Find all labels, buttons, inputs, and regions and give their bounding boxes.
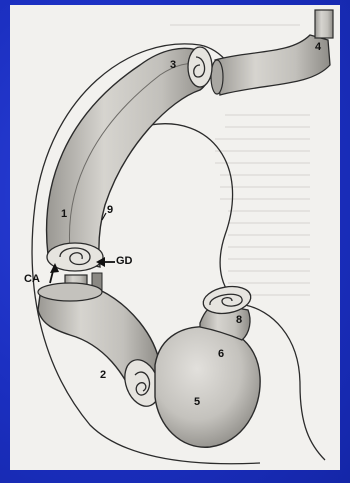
tube-4 bbox=[215, 35, 330, 95]
label-1: 1 bbox=[61, 209, 67, 220]
label-5: 5 bbox=[194, 397, 200, 408]
bowel-diagram bbox=[10, 5, 340, 470]
sac-5 bbox=[155, 327, 260, 447]
label-3: 3 bbox=[170, 60, 176, 71]
tube-2-top-cut bbox=[38, 283, 102, 301]
tube-4-top-stub bbox=[315, 10, 333, 38]
label-6: 6 bbox=[218, 349, 224, 360]
label-8: 8 bbox=[236, 315, 242, 326]
label-4: 4 bbox=[315, 42, 321, 53]
coil-3 bbox=[188, 47, 212, 87]
label-gd: GD bbox=[116, 256, 133, 267]
anatomical-figure: 3 4 1 9 GD CA 2 8 6 5 bbox=[10, 5, 340, 470]
tube-4-cut-end bbox=[211, 60, 223, 94]
label-2: 2 bbox=[100, 370, 106, 381]
label-9: 9 bbox=[107, 205, 113, 216]
tube-1 bbox=[47, 48, 211, 267]
label-ca: CA bbox=[24, 274, 40, 285]
